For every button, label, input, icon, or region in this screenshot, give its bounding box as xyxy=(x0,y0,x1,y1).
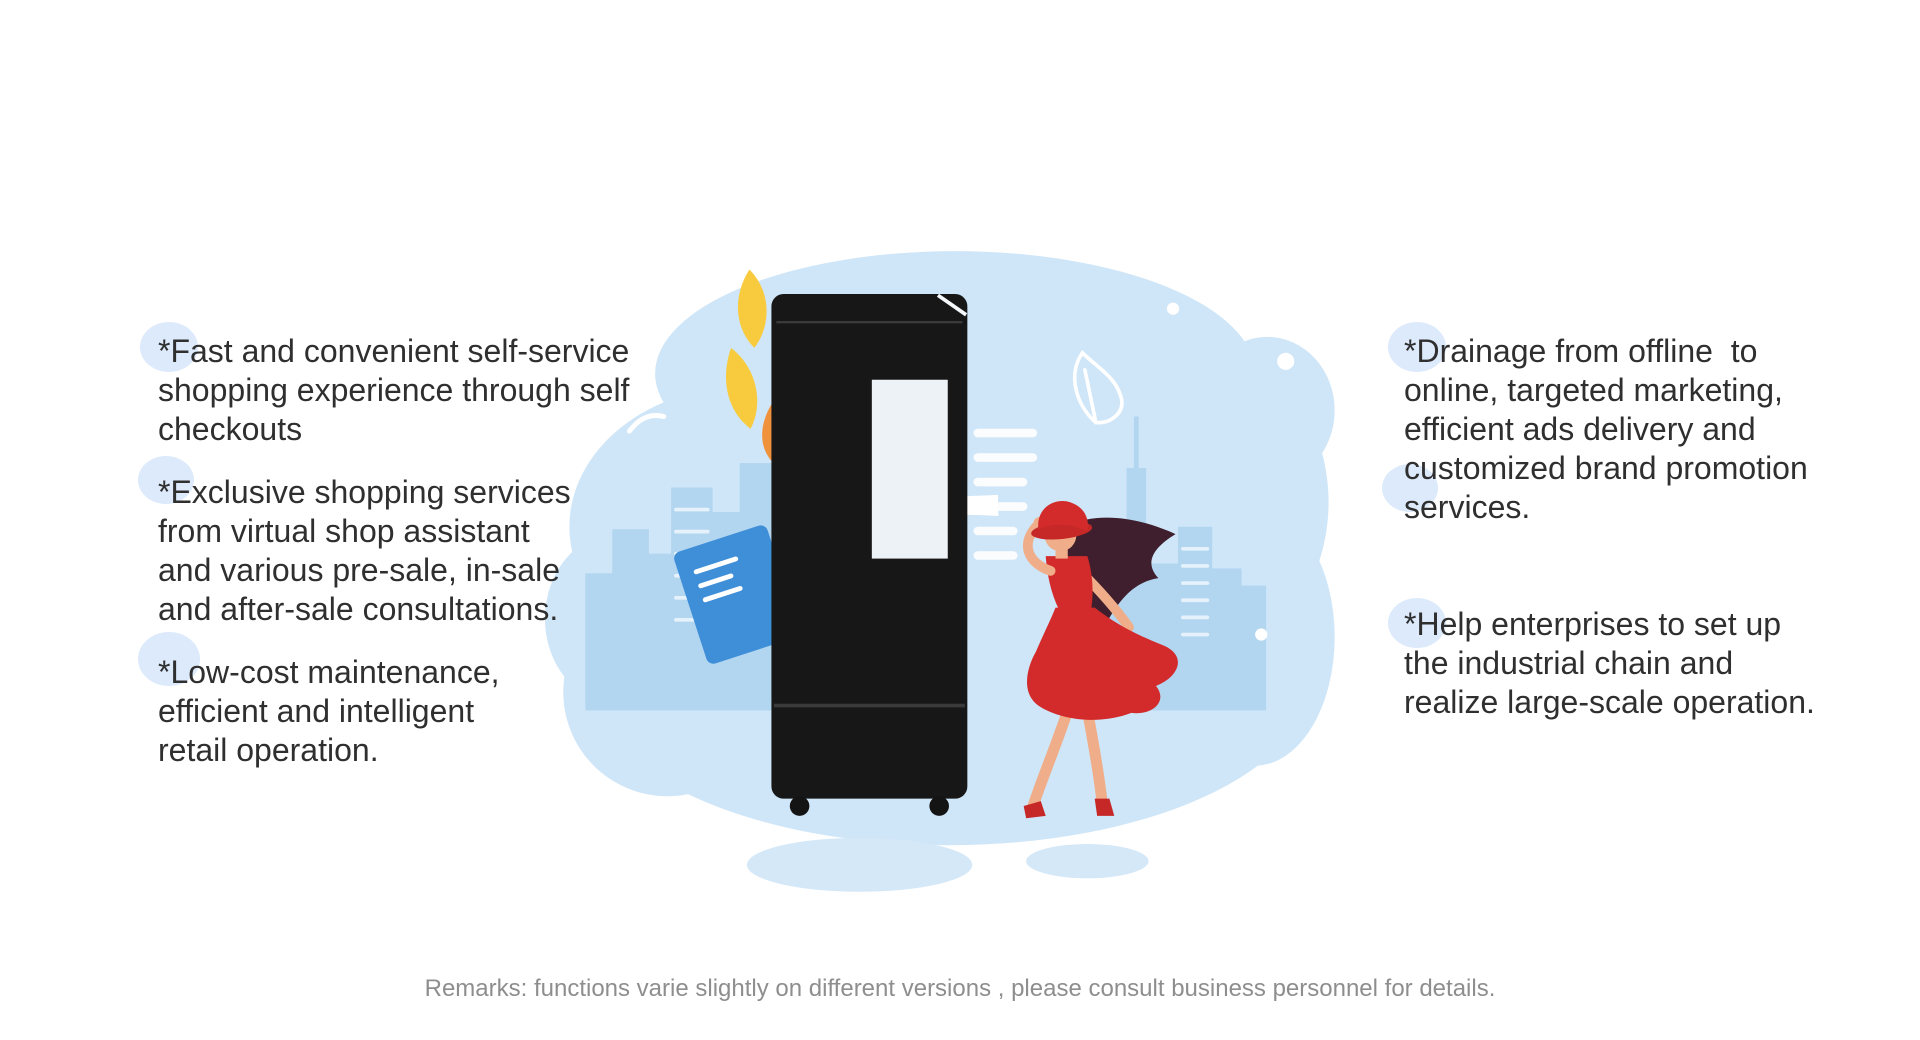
feature-bullet-exclusive-services: *Exclusive shopping services from virtua… xyxy=(158,474,571,627)
blue-card xyxy=(674,525,800,664)
woman-hat xyxy=(1038,501,1088,532)
feature-bullet-enterprises: *Help enterprises to set up the industri… xyxy=(1404,606,1815,720)
feature-bullet-low-cost: *Low-cost maintenance, efficient and int… xyxy=(158,654,500,768)
woman-illustration xyxy=(1023,501,1178,819)
ground-shadow xyxy=(746,837,1149,892)
highlight-blob xyxy=(138,456,194,504)
woman-shoe xyxy=(1094,798,1115,816)
vending-machine xyxy=(771,293,968,816)
leaf-outline-icon xyxy=(1073,349,1124,425)
woman-shoe xyxy=(1023,801,1046,819)
vending-machine-screen xyxy=(871,379,948,559)
left-feature-column: *Fast and convenient self-service shoppi… xyxy=(158,332,658,794)
woman-dress-skirt xyxy=(1027,607,1178,720)
feature-bullet-self-service: *Fast and convenient self-service shoppi… xyxy=(158,333,630,447)
highlight-blob xyxy=(140,322,198,372)
woman-dress-bodice xyxy=(1045,556,1093,611)
highlight-blob xyxy=(1382,464,1438,512)
ladder-lines xyxy=(973,428,1038,560)
remarks-footer: Remarks: functions varie slightly on dif… xyxy=(424,975,1496,1002)
right-feature-column: *Drainage from offline to online, target… xyxy=(1404,332,1874,800)
machine-wheels xyxy=(789,796,949,816)
feature-bullet-drainage: *Drainage from offline to online, target… xyxy=(1404,333,1808,525)
decorative-dots xyxy=(626,302,1295,641)
highlight-blob xyxy=(1388,598,1446,648)
highlight-blob xyxy=(1388,322,1446,372)
highlight-blob xyxy=(138,632,200,686)
